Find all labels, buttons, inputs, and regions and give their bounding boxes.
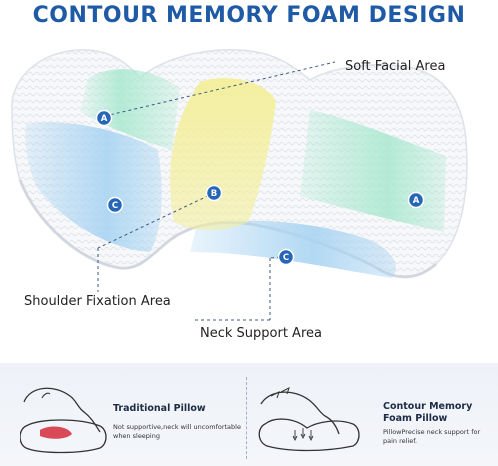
comparison-panel [0, 363, 498, 466]
traditional-pillow-desc: Not supportive,neck will uncomfortable w… [113, 423, 241, 440]
shoulder-fixation-area-label: Shoulder Fixation Area [24, 294, 171, 309]
contour-pillow-title: Contour Memory Foam Pillow [383, 401, 473, 424]
contour-pillow-desc: PillowPrecise neck support for pain reli… [383, 428, 481, 445]
zone-b-badge: B [205, 184, 223, 202]
zone-c-badge-left: C [106, 196, 124, 214]
zone-c-right [190, 220, 396, 278]
svg-text:C: C [112, 201, 118, 211]
neck-support-area-label: Neck Support Area [200, 326, 322, 341]
svg-text:C: C [283, 253, 289, 263]
comparison-divider [246, 377, 247, 459]
zone-a-badge-left: A [95, 109, 113, 127]
svg-text:A: A [413, 196, 420, 206]
page-title: CONTOUR MEMORY FOAM DESIGN [32, 3, 466, 28]
svg-text:B: B [211, 189, 217, 199]
zone-a-left [80, 69, 180, 150]
soft-facial-area-label: Soft Facial Area [345, 59, 446, 74]
zone-c-badge-right: C [277, 248, 295, 266]
zone-c-left [25, 122, 162, 252]
traditional-pillow-title: Traditional Pillow [113, 403, 206, 414]
traditional-pillow-icon [20, 387, 107, 454]
pillow-illustration: A B C A C [11, 49, 468, 321]
contour-pillow-icon [258, 387, 360, 452]
svg-text:A: A [101, 114, 108, 124]
zone-a-badge-right: A [407, 191, 425, 209]
zone-b [170, 78, 276, 231]
